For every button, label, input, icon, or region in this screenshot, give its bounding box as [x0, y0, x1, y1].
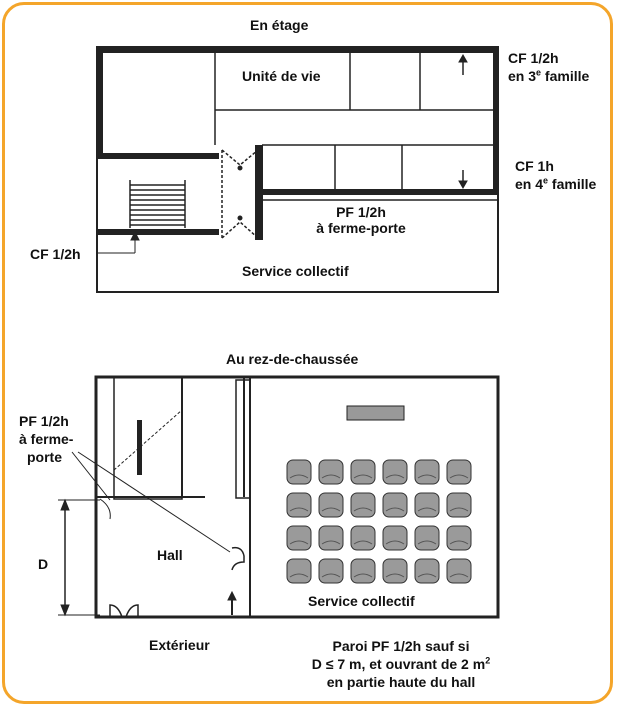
- upper-title: En étage: [250, 17, 309, 33]
- seat-back: [289, 573, 309, 578]
- seat: [414, 459, 440, 485]
- seat-back: [385, 507, 405, 512]
- upper-thick-left: [97, 47, 103, 157]
- seat-back: [353, 573, 373, 578]
- d-dimension-label: D: [38, 556, 49, 572]
- seat-back: [289, 474, 309, 479]
- upper-thick-left-lower: [97, 153, 219, 159]
- seat-back: [289, 540, 309, 545]
- seat: [318, 525, 344, 551]
- seat-back: [449, 474, 469, 479]
- seat-back: [353, 507, 373, 512]
- unite-de-vie-label: Unité de vie: [242, 68, 321, 84]
- seat: [350, 492, 376, 518]
- seat-back: [417, 540, 437, 545]
- cf-top-line2: en 3e famille: [508, 67, 590, 84]
- paroi-line2: D ≤ 7 m, et ouvrant de 2 m2: [311, 655, 491, 672]
- seat-back: [321, 474, 341, 479]
- upper-thick-right: [493, 47, 499, 194]
- seat: [382, 525, 408, 551]
- pf-upper-line1: PF 1/2h: [336, 204, 386, 220]
- upper-service-label: Service collectif: [242, 263, 349, 279]
- seat: [318, 492, 344, 518]
- seat-back: [417, 507, 437, 512]
- seat: [382, 558, 408, 584]
- seat: [350, 558, 376, 584]
- pf-lower-line2: à ferme-: [19, 431, 74, 447]
- pf-upper-line2: à ferme-porte: [316, 220, 406, 236]
- cf-left-label: CF 1/2h: [30, 246, 81, 262]
- cf-mid-line2: en 4e famille: [515, 175, 597, 192]
- seat-back: [289, 507, 309, 512]
- seat-back: [321, 540, 341, 545]
- seat-grid: [286, 459, 472, 584]
- seat-back: [385, 474, 405, 479]
- exterieur-label: Extérieur: [149, 637, 210, 653]
- seat: [414, 558, 440, 584]
- seat-back: [417, 573, 437, 578]
- seat-back: [385, 540, 405, 545]
- hall-label: Hall: [157, 547, 183, 563]
- seat-back: [449, 540, 469, 545]
- seat-back: [385, 573, 405, 578]
- pf-lower-line3: porte: [27, 449, 62, 465]
- seat: [382, 492, 408, 518]
- paroi-line3: en partie haute du hall: [326, 674, 476, 690]
- lower-service-label: Service collectif: [308, 593, 415, 609]
- seat-back: [353, 474, 373, 479]
- seat-back: [417, 474, 437, 479]
- seat: [318, 558, 344, 584]
- seat: [414, 525, 440, 551]
- lower-plan: [58, 375, 500, 619]
- seat: [286, 558, 312, 584]
- upper-corridor-wall: [255, 145, 263, 240]
- seat-back: [321, 507, 341, 512]
- paroi-line1: Paroi PF 1/2h sauf si: [332, 638, 470, 654]
- seat: [286, 525, 312, 551]
- lower-title: Au rez-de-chaussée: [226, 351, 359, 367]
- cf-top-line1: CF 1/2h: [508, 50, 559, 66]
- seat: [286, 459, 312, 485]
- seat: [446, 558, 472, 584]
- outer-frame: [2, 2, 613, 704]
- seat-back: [449, 507, 469, 512]
- seat: [318, 459, 344, 485]
- seat: [382, 459, 408, 485]
- seat-back: [321, 573, 341, 578]
- upper-thick-left-bottom: [97, 229, 219, 235]
- seat: [446, 492, 472, 518]
- seat: [446, 525, 472, 551]
- pf-lower-line1: PF 1/2h: [19, 413, 69, 429]
- seat-back: [449, 573, 469, 578]
- seat: [446, 459, 472, 485]
- cf-mid-line1: CF 1h: [515, 158, 554, 174]
- seat-back: [353, 540, 373, 545]
- seat: [286, 492, 312, 518]
- seat: [350, 459, 376, 485]
- seat: [414, 492, 440, 518]
- upper-thick-mid: [262, 189, 499, 195]
- seat: [350, 525, 376, 551]
- upper-thick-top: [97, 47, 498, 53]
- upper-plan: [96, 46, 499, 293]
